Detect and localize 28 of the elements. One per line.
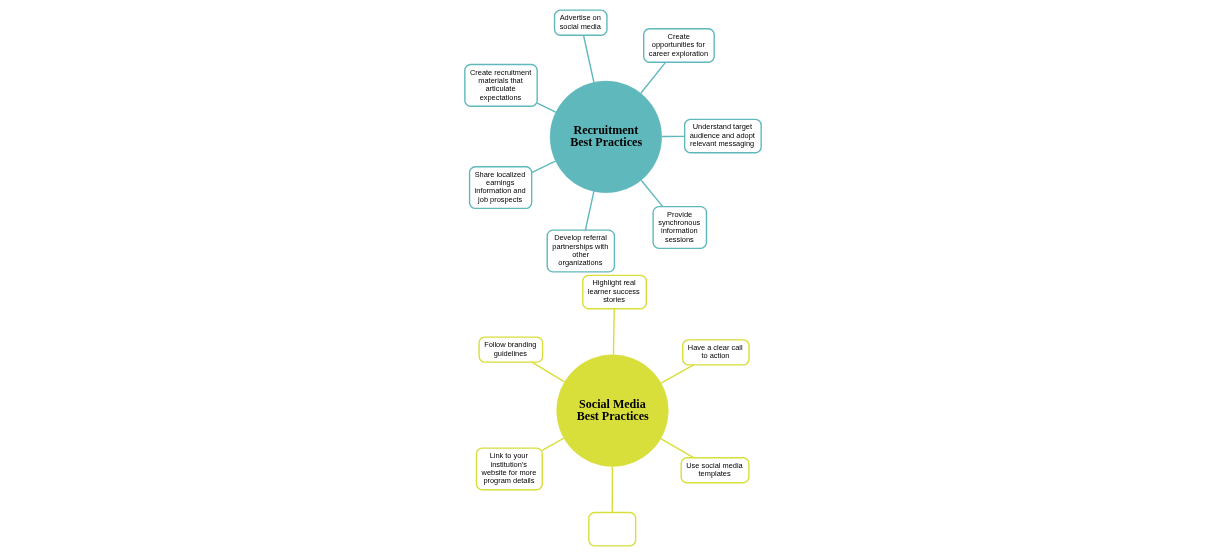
- connector: [612, 308, 615, 356]
- node-box: Understand target audience and adopt relevant messaging: [683, 118, 762, 154]
- node-circle: Social Media Best Practices: [556, 354, 669, 467]
- connector: [582, 34, 595, 84]
- node-box: Create opportunities for career exploration: [643, 28, 715, 63]
- connector: [640, 179, 664, 208]
- connector: [660, 437, 695, 459]
- connector: [584, 190, 595, 231]
- node-box: Follow branding guidelines: [478, 336, 544, 363]
- connector: [660, 135, 686, 138]
- node-box: Have a clear call to action: [682, 339, 750, 366]
- connector: [660, 364, 695, 384]
- node-box: Provide synchronous information sessions: [652, 205, 708, 250]
- node-box: Develop referral partnerships with other organizations: [546, 229, 616, 273]
- node-box: Create recruitment materials that articulate expectations: [464, 63, 538, 107]
- node-box: Share localized earnings information and job prospects: [468, 166, 533, 210]
- node-box: Advertise on social media: [553, 9, 608, 36]
- node-box: Highlight real learner success stories: [582, 274, 647, 310]
- node-circle: Recruitment Best Practices: [549, 80, 662, 193]
- connector: [531, 160, 557, 174]
- node-box: Link to your institution’s website for more program details: [475, 447, 543, 491]
- node-box: [588, 511, 637, 547]
- node-box: Use social media templates: [680, 457, 750, 484]
- connector: [541, 437, 565, 451]
- connector: [531, 361, 566, 383]
- connector: [536, 102, 557, 113]
- connector: [640, 61, 667, 95]
- connector: [611, 465, 614, 514]
